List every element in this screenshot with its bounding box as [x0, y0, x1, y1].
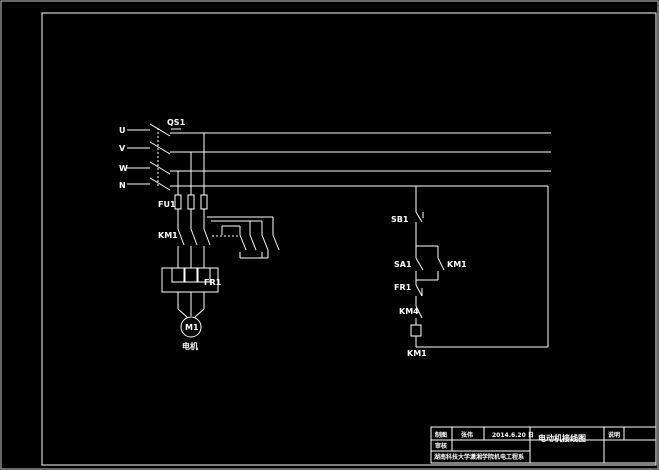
qs1-label: QS1	[167, 118, 186, 127]
control-circuit	[410, 186, 549, 348]
km1-main-label: KM1	[158, 231, 178, 240]
title-block-school: 湖南科技大学潇湘学院机电工程系	[434, 453, 524, 461]
motor-symbol-label: M1	[185, 323, 199, 332]
km1-coil-label: KM1	[407, 349, 427, 358]
main-circuit	[161, 133, 280, 338]
phase-u-label: U	[119, 126, 126, 135]
phase-v-label: V	[119, 144, 126, 153]
km1-aux-label: KM1	[447, 260, 467, 269]
inner-border	[41, 12, 657, 466]
neutral-label: N	[119, 181, 126, 190]
fr1-ctrl-label: FR1	[394, 283, 412, 292]
fu1-label: FU1	[158, 200, 176, 209]
power-bus	[127, 123, 551, 191]
fr1-main-label: FR1	[204, 278, 222, 287]
title-block-frame	[430, 426, 657, 464]
title-block-date: 2014.6.20 日	[492, 432, 534, 439]
phase-w-label: W	[119, 164, 128, 173]
km4-label: KM4	[399, 307, 419, 316]
title-block-drawn-label: 制图	[435, 431, 447, 439]
title-block-check-label: 审核	[435, 442, 447, 450]
title-block-title: 电动机接线图	[538, 433, 586, 443]
title-block-drawn-name: 张伟	[461, 431, 473, 439]
sb1-label: SB1	[391, 215, 409, 224]
sa1-label: SA1	[394, 260, 412, 269]
motor-caption: 电机	[182, 341, 198, 351]
title-block-note-label: 说明	[608, 431, 620, 439]
